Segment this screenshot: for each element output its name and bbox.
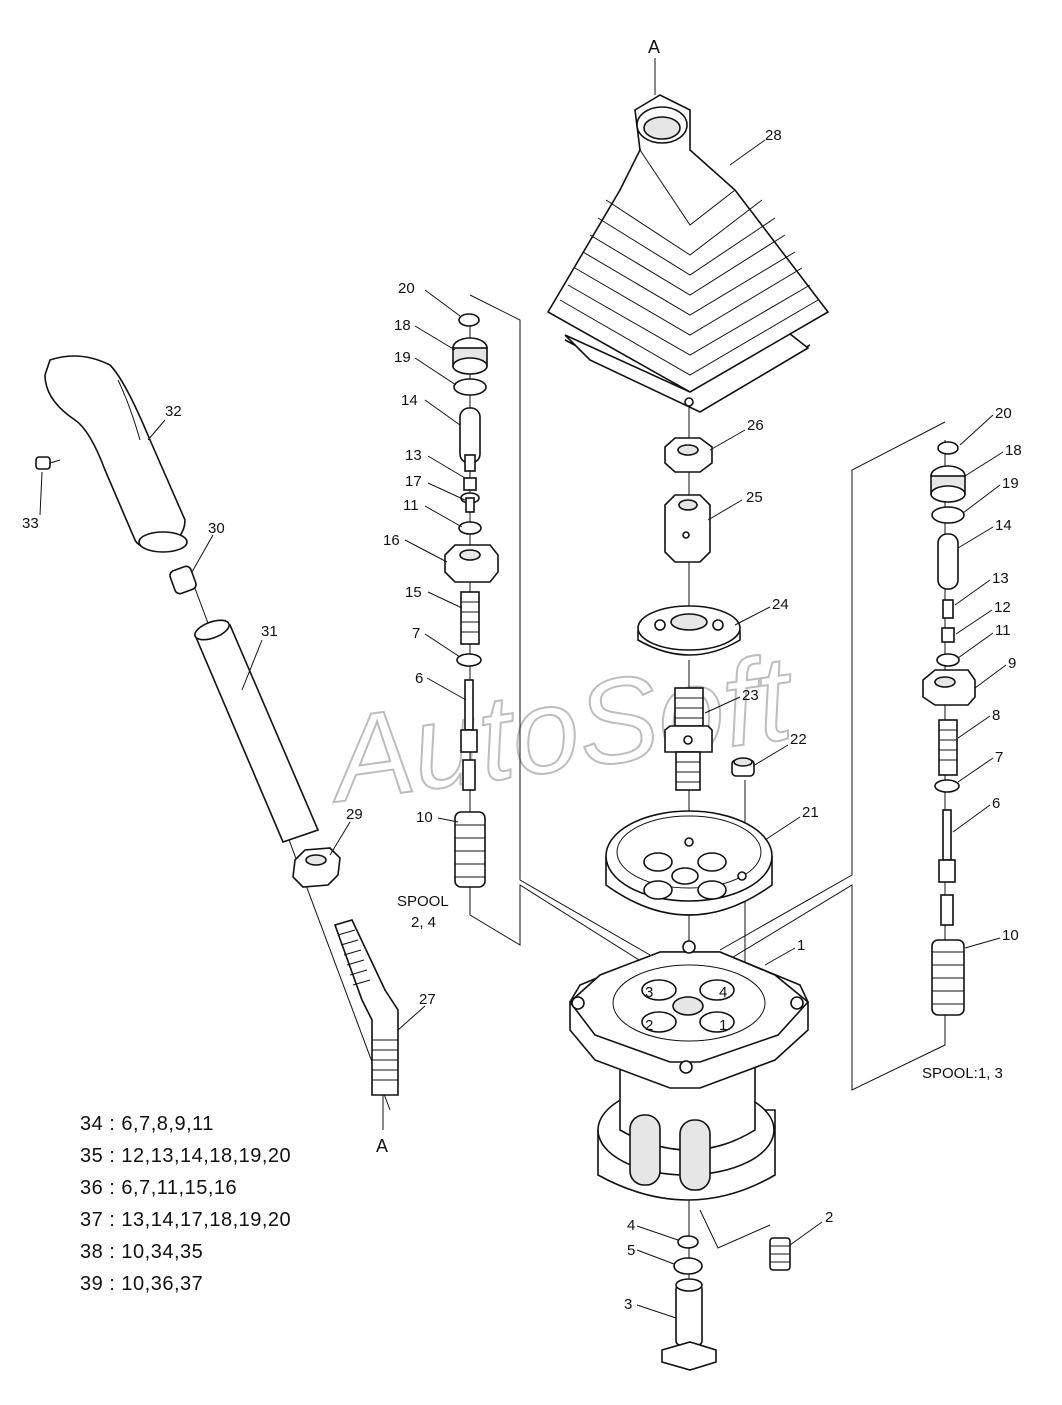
boot-28: [546, 94, 830, 413]
nut-26: [664, 437, 713, 473]
spring-10-left: [454, 811, 486, 888]
label-23: 23: [742, 687, 759, 704]
label-19-right: 19: [1002, 475, 1019, 492]
label-10-right: 10: [1002, 927, 1019, 944]
label-32: 32: [165, 403, 182, 420]
label-8: 8: [992, 707, 1000, 724]
label-7-right: 7: [995, 749, 1003, 766]
label-33: 33: [22, 515, 39, 532]
label-26: 26: [747, 417, 764, 434]
coupling-25: [664, 494, 711, 563]
label-24: 24: [772, 596, 789, 613]
right-spool-stack: [922, 441, 976, 1016]
disc-24: [637, 605, 741, 656]
oring-4: [677, 1235, 699, 1249]
label-13-left: 13: [405, 447, 422, 464]
joint-23: [664, 687, 713, 791]
label-2: 2: [825, 1209, 833, 1226]
svg-text:AutoSoft: AutoSoft: [318, 630, 803, 828]
label-21: 21: [802, 804, 819, 821]
oring-19-left: [453, 378, 487, 396]
label-1: 1: [797, 937, 805, 954]
label-20-left: 20: [398, 280, 415, 297]
tube-31: [193, 619, 320, 843]
label-16: 16: [383, 532, 400, 549]
oring-20-left: [458, 313, 480, 327]
ferrule-30: [169, 565, 197, 595]
spool-left-line2: 2, 4: [411, 914, 436, 931]
kit-34: 34 : 6,7,8,9,11: [80, 1113, 214, 1135]
label-31: 31: [261, 623, 278, 640]
label-22: 22: [790, 731, 807, 748]
label-9: 9: [1008, 655, 1016, 672]
plate-21: [605, 810, 773, 916]
handle-32: [44, 355, 188, 553]
nut-29: [292, 847, 341, 888]
spool-left-line1: SPOOL: [397, 893, 449, 910]
kit-39: 39 : 10,36,37: [80, 1273, 203, 1295]
spool-right-label: SPOOL:1, 3: [922, 1065, 1003, 1082]
label-5: 5: [627, 1242, 635, 1259]
label-6-left: 6: [415, 670, 423, 687]
plug-22: [731, 757, 755, 777]
port-3: 3: [645, 984, 653, 1001]
label-13-right: 13: [992, 570, 1009, 587]
port-4: 4: [719, 984, 727, 1001]
label-6-right: 6: [992, 795, 1000, 812]
port-1: 1: [719, 1017, 727, 1034]
label-20-right: 20: [995, 405, 1012, 422]
kit-list: 34 : 6,7,8,9,11 35 : 12,13,14,18,19,20 3…: [80, 1113, 291, 1295]
kit-38: 38 : 10,34,35: [80, 1241, 203, 1263]
kit-36: 36 : 6,7,11,15,16: [80, 1177, 237, 1199]
label-29: 29: [346, 806, 363, 823]
label-11-left: 11: [403, 497, 419, 514]
label-25: 25: [746, 489, 763, 506]
holder-16: [444, 544, 499, 583]
lever-27: [333, 919, 399, 1096]
label-3: 3: [624, 1296, 632, 1313]
watermark: AutoSoft: [317, 629, 804, 829]
label-12: 12: [994, 599, 1011, 616]
body-1: [568, 940, 810, 1201]
kit-35: 35 : 12,13,14,18,19,20: [80, 1145, 291, 1167]
leader-lines: [39, 139, 1007, 1319]
label-A-top: A: [648, 37, 660, 57]
label-4: 4: [627, 1217, 635, 1234]
label-18-right: 18: [1005, 442, 1022, 459]
label-17: 17: [405, 473, 422, 490]
screw-33: [35, 456, 61, 470]
oring-5: [673, 1257, 703, 1275]
plug-2: [769, 1237, 791, 1271]
label-28: 28: [765, 127, 782, 144]
label-11-right: 11: [995, 622, 1011, 639]
label-30: 30: [208, 520, 225, 537]
plug-3: [661, 1278, 717, 1371]
label-19-left: 19: [394, 349, 411, 366]
label-18-left: 18: [394, 317, 411, 334]
part-labels: A A 28 26 25 24 23 22 21 1 2 4 5 3 20 18…: [22, 37, 1022, 1313]
port-2: 2: [645, 1017, 653, 1034]
left-spool-stack: [444, 313, 499, 888]
label-7-left: 7: [412, 625, 420, 642]
label-14-right: 14: [995, 517, 1012, 534]
label-27: 27: [419, 991, 436, 1008]
label-15: 15: [405, 584, 422, 601]
label-A-bottom: A: [376, 1136, 388, 1156]
kit-37: 37 : 13,14,17,18,19,20: [80, 1209, 291, 1231]
label-10-left: 10: [416, 809, 433, 826]
label-14-left: 14: [401, 392, 418, 409]
